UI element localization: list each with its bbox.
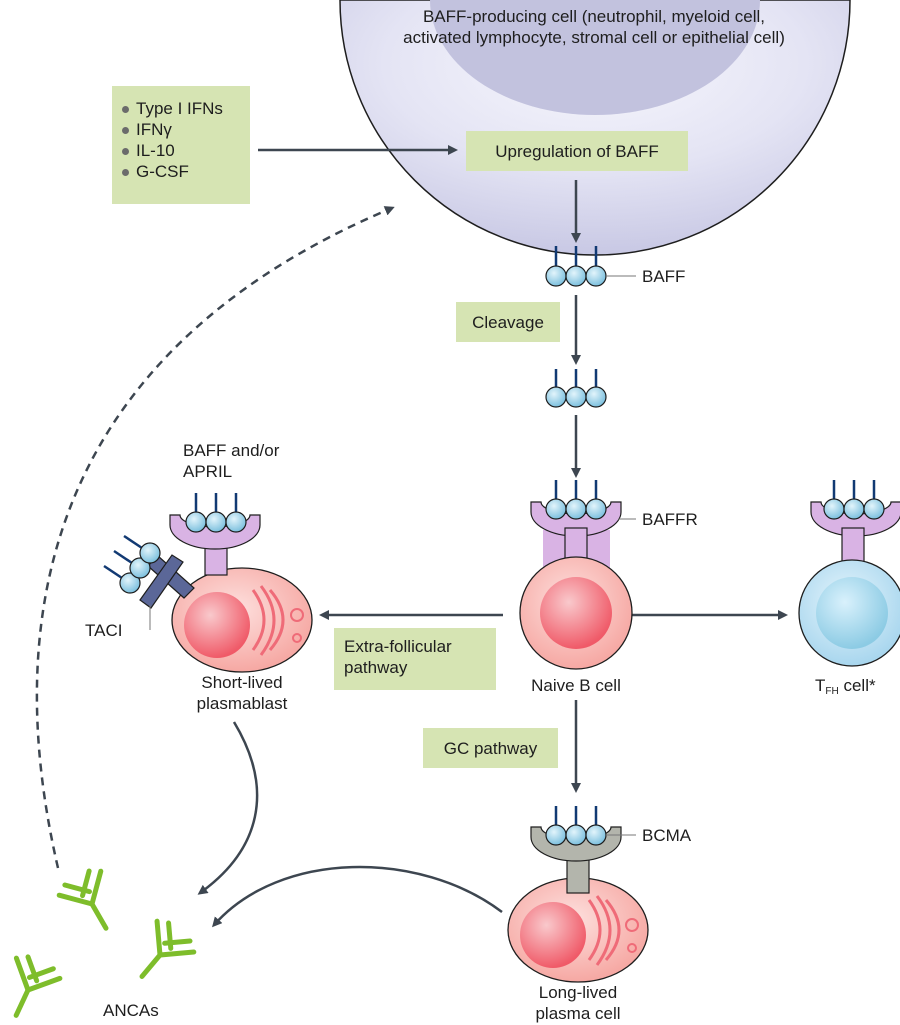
upregulation-of-baff-box: Upregulation of BAFF: [466, 131, 688, 171]
stimulus-type-i-ifns: Type I IFNs: [120, 98, 250, 119]
baff-label: BAFF: [642, 267, 686, 286]
bcma-label: BCMA: [642, 826, 692, 845]
cleavage-box: Cleavage: [456, 302, 560, 342]
antibody-3: [13, 954, 63, 1018]
plasmablast-line-1: Short-lived: [201, 673, 283, 692]
stimulus-il-10: IL-10: [120, 140, 250, 161]
arrows: [35, 145, 788, 928]
gc-pathway-box: GC pathway: [423, 728, 558, 768]
arrow-plasma-to-ancas: [212, 865, 503, 928]
plasmablast-line-2: plasmablast: [196, 694, 288, 713]
tfh-label-t: T: [815, 676, 826, 695]
plasma-cell-line-1: Long-lived: [538, 983, 618, 1002]
soluble-baff-trimer: [545, 369, 607, 408]
baff-april-line-1: BAFF and/or: [183, 441, 280, 460]
long-lived-plasma-cell: [507, 806, 649, 983]
extra-follicular-line-1: Extra-follicular: [344, 637, 452, 656]
arrow-feedback-dashed: [35, 206, 395, 869]
taci-label: TACI: [85, 621, 123, 640]
tfh-label-rest: cell*: [838, 676, 876, 695]
arrow-plasmablast-to-ancas: [197, 721, 259, 895]
baff-april-line-2: APRIL: [183, 462, 233, 481]
ancas-label: ANCAs: [103, 1001, 159, 1020]
antibody-2: [139, 918, 197, 979]
baffr-label: BAFFR: [642, 510, 698, 529]
cell-title-line-2: activated lymphocyte, stromal cell or ep…: [403, 28, 785, 47]
extra-follicular-line-2: pathway: [344, 658, 408, 677]
stimulus-g-csf: G-CSF: [120, 161, 250, 182]
cell-title-line-1: BAFF-producing cell (neutrophil, myeloid…: [422, 7, 766, 26]
stimuli-box: Type I IFNs IFNγ IL-10 G-CSF: [112, 86, 250, 204]
plasmablast-label: Short-lived plasmablast: [157, 672, 327, 714]
baff-producing-cell-title: BAFF-producing cell (neutrophil, myeloid…: [314, 6, 874, 48]
tfh-cell: [798, 480, 900, 667]
baff-april-label: BAFF and/or APRIL: [183, 440, 279, 482]
naive-b-cell-label: Naive B cell: [531, 676, 621, 695]
plasma-cell-line-2: plasma cell: [535, 1004, 621, 1023]
membrane-baff-trimer: [545, 246, 636, 287]
stimulus-ifn-gamma: IFNγ: [120, 119, 250, 140]
anca-antibodies: [13, 868, 197, 1018]
naive-b-cell: [519, 480, 636, 670]
plasma-cell-label: Long-lived plasma cell: [493, 982, 663, 1024]
extra-follicular-pathway-box: Extra-follicular pathway: [334, 628, 496, 690]
baff-producing-cell: [339, 0, 851, 256]
tfh-cell-label: TFH cell*: [815, 675, 876, 699]
antibody-1: [56, 868, 109, 931]
tfh-label-subscript: FH: [825, 686, 839, 697]
short-lived-plasmablast: [103, 493, 313, 673]
